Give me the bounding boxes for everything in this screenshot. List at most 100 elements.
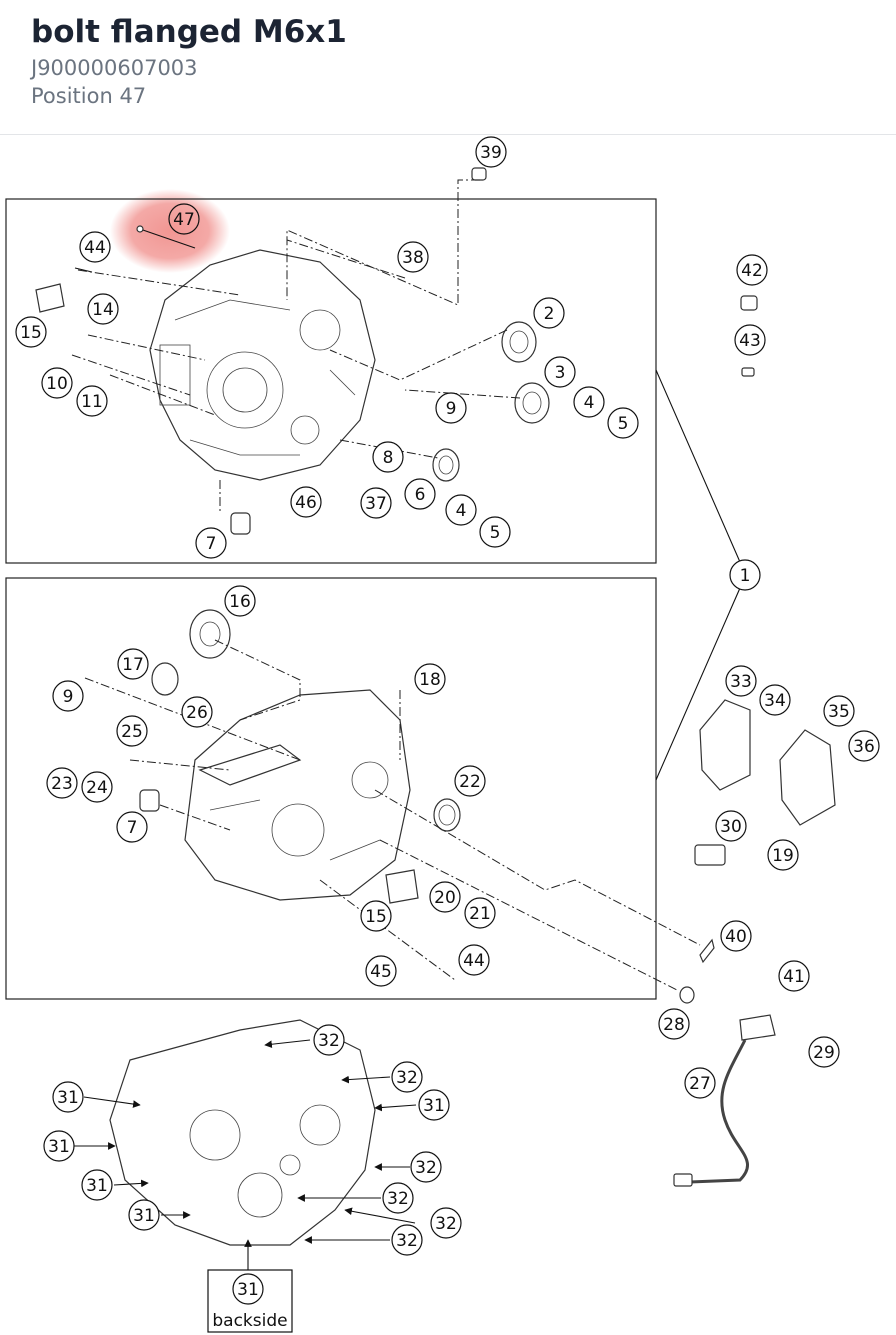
callout-c9b[interactable]: 9	[52, 680, 84, 712]
callout-circle-c34	[759, 684, 791, 716]
callout-number-c23: 23	[51, 774, 73, 794]
callout-number-c9a: 9	[446, 399, 457, 419]
callout-circle-c19	[767, 839, 799, 871]
callout-c34[interactable]: 34	[759, 684, 791, 716]
callout-c11[interactable]: 11	[76, 385, 108, 417]
callout-number-c16: 16	[229, 592, 251, 612]
callout-circle-c1	[729, 559, 761, 591]
washer-40-drawing	[699, 938, 715, 964]
callout-c38[interactable]: 38	[397, 241, 429, 273]
callout-number-c44a: 44	[84, 238, 106, 258]
callout-c31b[interactable]: 31	[418, 1089, 450, 1121]
callout-c31e[interactable]: 31	[128, 1199, 160, 1231]
callout-c45[interactable]: 45	[365, 955, 397, 987]
callout-c31d[interactable]: 31	[81, 1169, 113, 1201]
callout-number-c24: 24	[86, 778, 108, 798]
callout-c33[interactable]: 33	[725, 665, 757, 697]
callout-c35[interactable]: 35	[823, 695, 855, 727]
callout-c5a[interactable]: 5	[607, 407, 639, 439]
callout-c6[interactable]: 6	[404, 478, 436, 510]
callout-circle-c21	[464, 897, 496, 929]
group-box-lower-case	[5, 577, 657, 1000]
callout-circle-c23	[46, 767, 78, 799]
callout-number-c31d: 31	[86, 1176, 108, 1196]
callout-c28[interactable]: 28	[658, 1008, 690, 1040]
callout-circle-c18	[414, 663, 446, 695]
callout-number-c45: 45	[370, 962, 392, 982]
callout-c22[interactable]: 22	[454, 765, 486, 797]
callout-number-c35: 35	[828, 702, 850, 722]
callout-circle-c7b	[116, 811, 148, 843]
callout-c15b[interactable]: 15	[360, 900, 392, 932]
callout-c7a[interactable]: 7	[195, 527, 227, 559]
callout-c4a[interactable]: 4	[573, 386, 605, 418]
callout-c7b[interactable]: 7	[116, 811, 148, 843]
callout-circle-c45	[365, 955, 397, 987]
callout-c44b[interactable]: 44	[458, 944, 490, 976]
callout-c20[interactable]: 20	[429, 881, 461, 913]
callout-c24[interactable]: 24	[81, 771, 113, 803]
callout-c32a[interactable]: 32	[313, 1024, 345, 1056]
callout-circle-c44b	[458, 944, 490, 976]
callout-c21[interactable]: 21	[464, 897, 496, 929]
highlight-position-47	[110, 189, 230, 273]
callout-c14[interactable]: 14	[87, 293, 119, 325]
callout-c47[interactable]: 47	[168, 203, 200, 235]
callout-c39[interactable]: 39	[475, 136, 507, 168]
callout-number-c30: 30	[720, 817, 742, 837]
callout-c3[interactable]: 3	[544, 356, 576, 388]
callout-c5b[interactable]: 5	[479, 516, 511, 548]
callout-number-c28: 28	[663, 1015, 685, 1035]
callout-c9a[interactable]: 9	[435, 392, 467, 424]
crankcase-left-half-drawing	[184, 689, 411, 901]
callout-c23[interactable]: 23	[46, 767, 78, 799]
callout-c32d[interactable]: 32	[382, 1182, 414, 1214]
callout-circle-c31a	[52, 1081, 84, 1113]
callout-circle-c38	[397, 241, 429, 273]
callout-c4b[interactable]: 4	[445, 494, 477, 526]
backside-callout-number: 31	[237, 1280, 259, 1300]
callout-c1[interactable]: 1	[729, 559, 761, 591]
callout-c37[interactable]: 37	[360, 487, 392, 519]
callout-c17[interactable]: 17	[117, 648, 149, 680]
callout-circle-c32e	[430, 1207, 462, 1239]
callout-c31a[interactable]: 31	[52, 1081, 84, 1113]
callout-c32e[interactable]: 32	[430, 1207, 462, 1239]
callout-circle-c32f	[391, 1224, 423, 1256]
callout-c46[interactable]: 46	[290, 486, 322, 518]
callout-c40[interactable]: 40	[720, 920, 752, 952]
callout-c36[interactable]: 36	[848, 730, 880, 762]
callout-c15a[interactable]: 15	[15, 316, 47, 348]
callout-circle-c36	[848, 730, 880, 762]
callout-c16[interactable]: 16	[224, 585, 256, 617]
callout-c44a[interactable]: 44	[79, 231, 111, 263]
callout-c26[interactable]: 26	[181, 696, 213, 728]
callout-c32c[interactable]: 32	[410, 1151, 442, 1183]
backside-arrows	[74, 1039, 417, 1270]
callout-c32b[interactable]: 32	[391, 1061, 423, 1093]
callout-circle-c15b	[360, 900, 392, 932]
callout-c42[interactable]: 42	[736, 254, 768, 286]
callout-c2[interactable]: 2	[533, 297, 565, 329]
callout-number-c27: 27	[689, 1074, 711, 1094]
callout-circle-c29	[808, 1036, 840, 1068]
callout-c31c[interactable]: 31	[43, 1130, 75, 1162]
callout-c41[interactable]: 41	[778, 960, 810, 992]
callout-c27[interactable]: 27	[684, 1067, 716, 1099]
sleeve-15-upper-drawing	[35, 283, 65, 313]
callout-number-c32c: 32	[415, 1158, 437, 1178]
callout-c8[interactable]: 8	[372, 441, 404, 473]
callout-c30[interactable]: 30	[715, 810, 747, 842]
dowel-42-drawing	[740, 295, 758, 311]
callout-c29[interactable]: 29	[808, 1036, 840, 1068]
callout-c43[interactable]: 43	[734, 324, 766, 356]
callout-number-c34: 34	[764, 691, 786, 711]
callout-c10[interactable]: 10	[41, 367, 73, 399]
callout-c32f[interactable]: 32	[391, 1224, 423, 1256]
callout-c25[interactable]: 25	[116, 715, 148, 747]
callout-c19[interactable]: 19	[767, 839, 799, 871]
callout-circle-c42	[736, 254, 768, 286]
callout-c18[interactable]: 18	[414, 663, 446, 695]
